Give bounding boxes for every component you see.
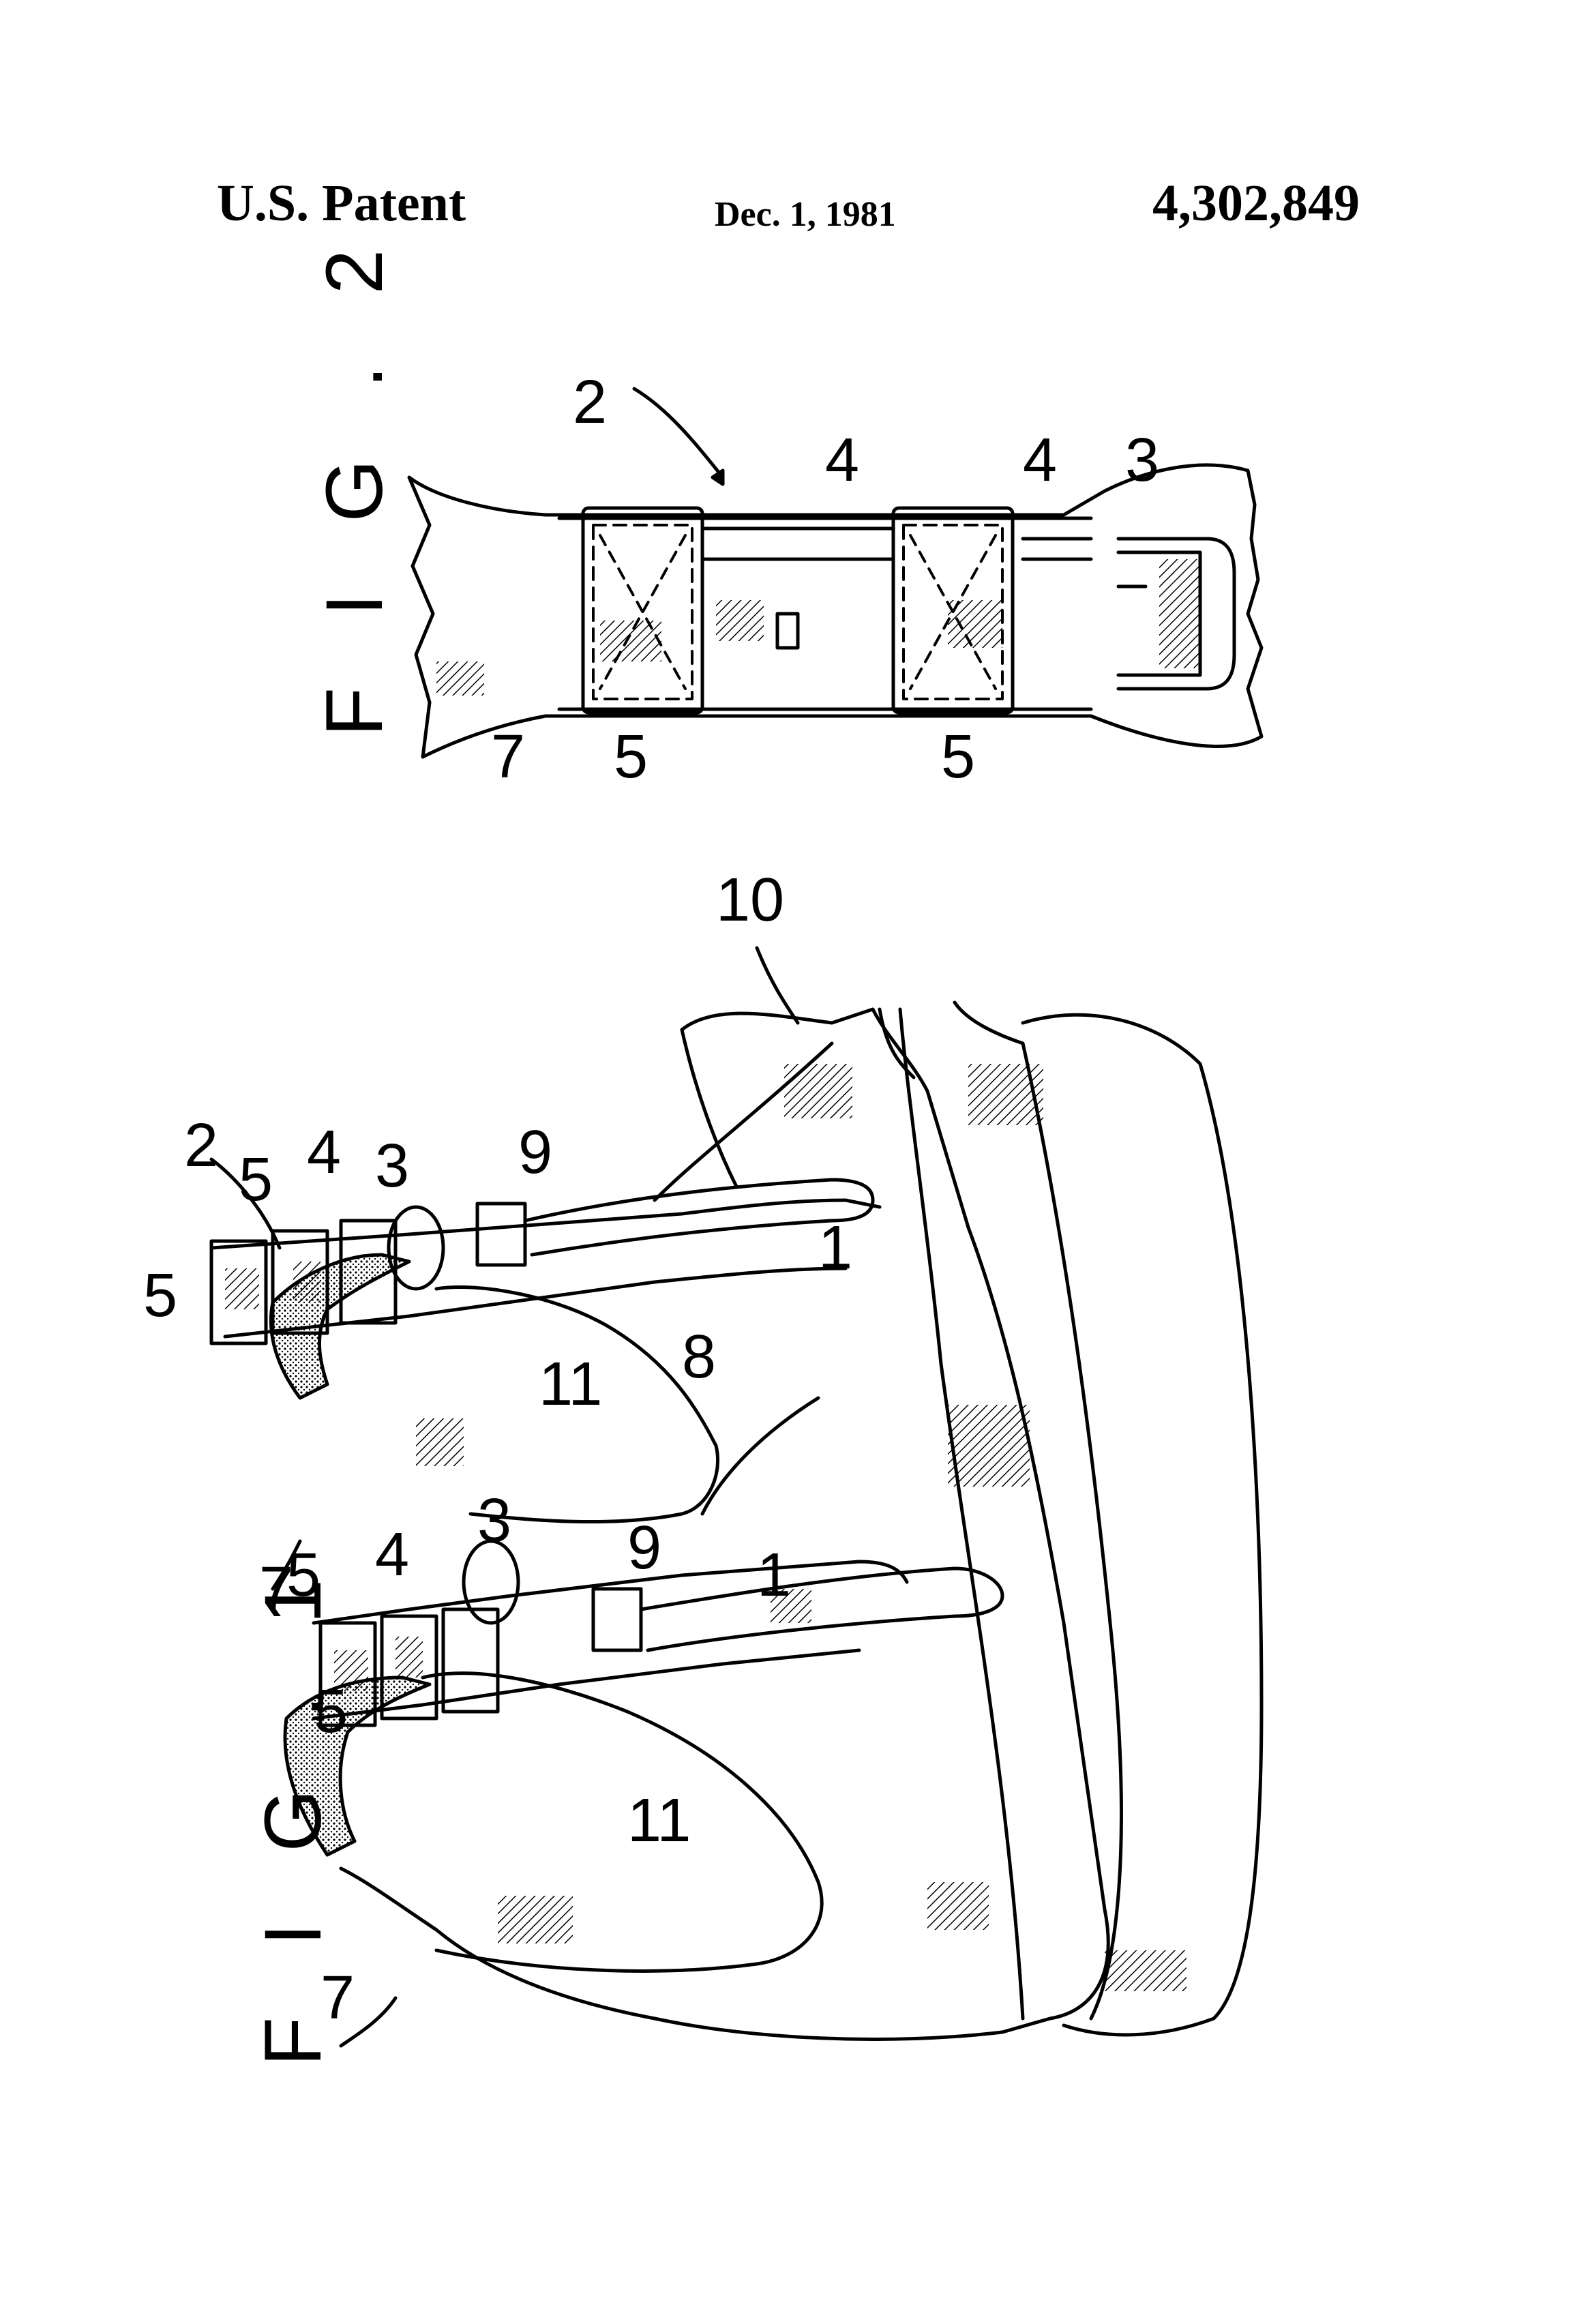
fig1-label: F I G . 1 xyxy=(248,1555,338,2066)
fig1-buckle-lower xyxy=(591,1587,643,1652)
fig1-ref: 11 xyxy=(627,1787,691,1855)
fig1-ref: 2 xyxy=(184,1112,218,1180)
fig1-strap-lower xyxy=(312,1560,909,1625)
fig2-ref: 5 xyxy=(941,723,975,791)
fig1-dring-upper xyxy=(387,1205,445,1291)
fig1-ref: 4 xyxy=(375,1521,409,1589)
fig2-ref: 2 xyxy=(573,368,607,436)
fig2-ref: 3 xyxy=(1125,426,1159,494)
fig1-buckle-upper xyxy=(475,1202,527,1267)
fig2-ref: 7 xyxy=(491,723,525,791)
fig1-ref: 1 xyxy=(818,1214,852,1282)
fig1-ref: 5 xyxy=(286,1541,320,1609)
patent-header-label: U.S. Patent xyxy=(217,175,466,232)
fig2-ref: 5 xyxy=(614,723,648,791)
fig1-ref: 10 xyxy=(716,866,784,934)
fig1-strap-upper xyxy=(209,1198,882,1250)
fig1-ref: 1 xyxy=(757,1541,791,1609)
fig1-dring-lower xyxy=(462,1539,520,1625)
fig1-ref: 7 xyxy=(320,1964,355,2032)
fig1-ref: 3 xyxy=(375,1132,409,1200)
fig2-ref: 4 xyxy=(1023,426,1057,494)
fig1-ref: 9 xyxy=(518,1118,552,1187)
fig1-ref: 4 xyxy=(307,1118,341,1187)
fig1-ref: 7 xyxy=(259,1555,293,1623)
fig1-ref: 8 xyxy=(682,1323,716,1391)
fig1-arm-opening-lower xyxy=(421,1671,824,1973)
fig1-ref: 5 xyxy=(239,1146,273,1214)
fig2-ref: 4 xyxy=(825,426,859,494)
patent-number: 4,302,849 xyxy=(1152,175,1360,232)
fig1-vest-body xyxy=(339,1007,1110,2041)
patent-date: Dec. 1, 1981 xyxy=(715,195,896,234)
fig1-ref: 5 xyxy=(143,1262,177,1330)
fig1-ref: 3 xyxy=(477,1487,511,1555)
fig2-buckle xyxy=(1116,537,1236,691)
fig1-arm-opening-upper xyxy=(434,1285,720,1524)
fig1-ref: 5 xyxy=(314,1678,348,1746)
fig2-label: F I G . 2 xyxy=(310,225,400,736)
fig1-ref: 11 xyxy=(539,1350,602,1418)
fig-1 xyxy=(209,946,1264,2048)
fig-2 xyxy=(407,387,1264,759)
fig2-pad-left xyxy=(581,506,704,715)
fig1-ref: 9 xyxy=(627,1514,661,1582)
fig2-outline xyxy=(407,463,1264,759)
fig1-skirt xyxy=(898,1007,1025,2021)
fig2-pad-right xyxy=(891,506,1015,715)
